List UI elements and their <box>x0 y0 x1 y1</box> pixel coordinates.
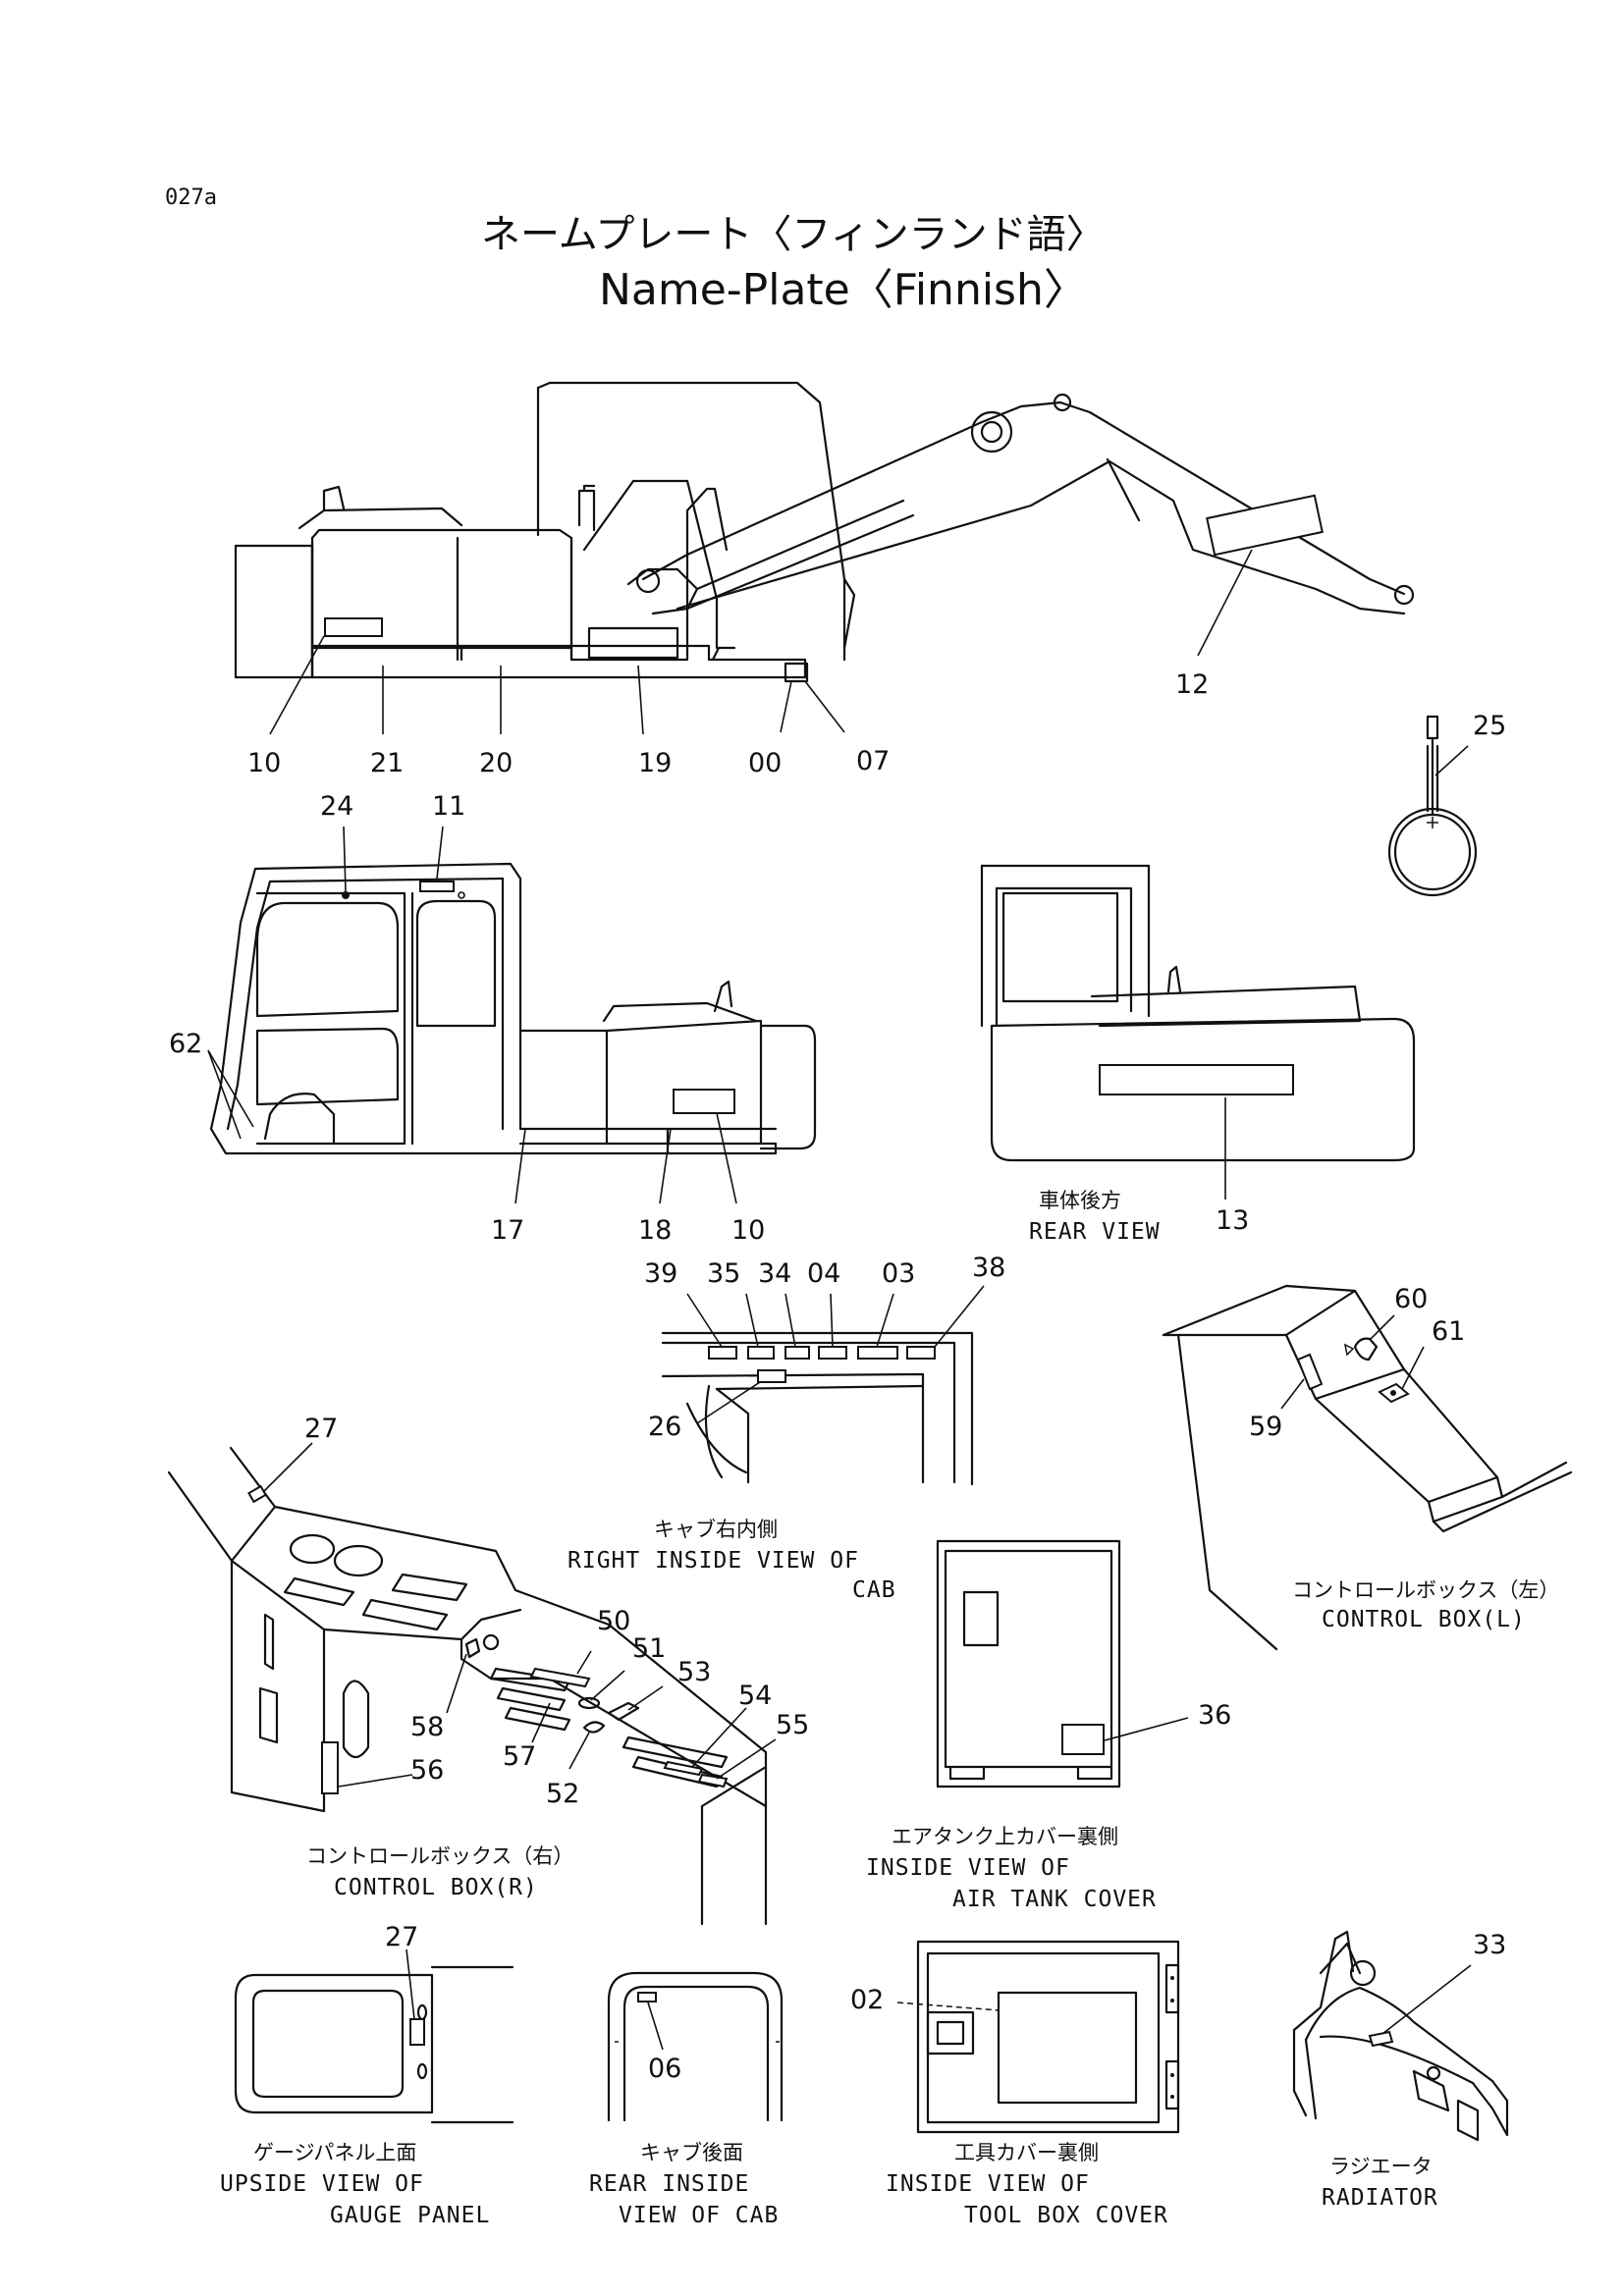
caption-control-box-right-jp: コントロールボックス（右） <box>306 1844 573 1868</box>
callout-00: 00 <box>748 748 782 778</box>
plate-58 <box>464 1637 481 1659</box>
plate-12 <box>1206 494 1324 557</box>
round-fitting-25 <box>1387 715 1478 897</box>
callout-51: 51 <box>632 1633 666 1664</box>
callout-38: 38 <box>972 1253 1005 1283</box>
caption-gauge-panel-en2: GAUGE PANEL <box>330 2203 490 2228</box>
rear-view-machine <box>980 864 1416 1200</box>
control-box-left-view <box>1162 1284 1573 1651</box>
title-english: Name-Plate〈Finnish〉 <box>599 265 1087 315</box>
callout-58: 58 <box>410 1712 444 1742</box>
left-side-view-cab <box>207 826 817 1204</box>
plate-27-gauge <box>409 2018 425 2046</box>
callout-35: 35 <box>707 1258 740 1289</box>
callout-10-side: 10 <box>247 748 281 778</box>
callout-36: 36 <box>1198 1700 1231 1731</box>
right-inside-cab-view <box>661 1285 985 1486</box>
side-view-machine <box>234 381 1415 735</box>
callout-39: 39 <box>644 1258 677 1289</box>
callout-54: 54 <box>738 1681 772 1711</box>
caption-gauge-panel-en1: UPSIDE VIEW OF <box>220 2171 424 2197</box>
plate-24-marker <box>342 891 350 899</box>
plate-10-left <box>673 1089 735 1114</box>
caption-tool-box-cover-en2: TOOL BOX COVER <box>964 2203 1168 2228</box>
plate-06 <box>637 1992 657 2002</box>
gauge-panel-view <box>234 1949 514 2124</box>
callout-19: 19 <box>638 748 672 778</box>
plate-10-side <box>324 617 383 637</box>
plate-27-box <box>247 1484 267 1504</box>
caption-radiator-en: RADIATOR <box>1322 2185 1438 2211</box>
callout-21: 21 <box>370 748 404 778</box>
caption-rear-view-en: REAR VIEW <box>1029 1219 1161 1245</box>
title-japanese: ネームプレート〈フィンランド語〉 <box>481 212 1106 257</box>
callout-57: 57 <box>503 1741 536 1772</box>
callout-20: 20 <box>479 748 513 778</box>
plate-33 <box>1368 2030 1394 2048</box>
caption-rear-view-jp: 車体後方 <box>1039 1189 1121 1212</box>
plate-02 <box>997 1991 1138 2105</box>
callout-52: 52 <box>546 1779 579 1809</box>
page-code: 027a <box>165 186 217 210</box>
rear-cab-view <box>607 1971 784 2122</box>
plate-59 <box>1296 1353 1324 1391</box>
callout-18: 18 <box>638 1215 672 1246</box>
radiator-view <box>1292 1930 1509 2142</box>
callout-34: 34 <box>758 1258 791 1289</box>
caption-air-tank-cover-en1: INSIDE VIEW OF <box>866 1855 1070 1881</box>
callout-61: 61 <box>1432 1316 1465 1347</box>
callout-53: 53 <box>677 1657 711 1687</box>
callout-06: 06 <box>648 2054 681 2084</box>
callout-17: 17 <box>491 1215 524 1246</box>
caption-control-box-left-jp: コントロールボックス（左） <box>1292 1578 1559 1602</box>
caption-right-inside-cab-en1: RIGHT INSIDE VIEW OF <box>568 1548 859 1574</box>
callout-50: 50 <box>597 1606 630 1636</box>
caption-control-box-right-en: CONTROL BOX(R) <box>334 1875 538 1900</box>
caption-radiator-jp: ラジエータ <box>1329 2155 1433 2178</box>
callout-24: 24 <box>320 791 353 822</box>
callout-62: 62 <box>169 1029 202 1059</box>
plate-54 <box>663 1760 704 1777</box>
callout-25: 25 <box>1473 711 1506 741</box>
caption-tool-box-cover-jp: 工具カバー裏側 <box>954 2141 1099 2164</box>
caption-control-box-left-en: CONTROL BOX(L) <box>1322 1607 1526 1632</box>
callout-60: 60 <box>1394 1284 1428 1314</box>
caption-rear-cab-jp: キャブ後面 <box>640 2141 743 2164</box>
callout-11: 11 <box>432 791 465 822</box>
callout-59: 59 <box>1249 1412 1282 1442</box>
plate-36 <box>1061 1724 1105 1755</box>
callout-55: 55 <box>776 1710 809 1740</box>
callout-56: 56 <box>410 1755 444 1786</box>
callout-04: 04 <box>807 1258 840 1289</box>
plate-50 <box>529 1667 591 1688</box>
callout-02: 02 <box>850 1985 884 2015</box>
callout-07: 07 <box>856 746 890 776</box>
caption-gauge-panel-jp: ゲージパネル上面 <box>253 2141 416 2164</box>
caption-rear-cab-en2: VIEW OF CAB <box>619 2203 779 2228</box>
caption-tool-box-cover-en1: INSIDE VIEW OF <box>886 2171 1090 2197</box>
callout-27-box: 27 <box>304 1414 338 1444</box>
callout-12: 12 <box>1175 669 1209 700</box>
callout-10-left: 10 <box>731 1215 765 1246</box>
caption-right-inside-cab-jp: キャブ右内側 <box>654 1518 778 1541</box>
plate-13 <box>1099 1064 1294 1095</box>
air-tank-cover-view <box>936 1539 1189 1789</box>
caption-air-tank-cover-en2: AIR TANK COVER <box>952 1887 1157 1912</box>
caption-air-tank-cover-jp: エアタンク上カバー裏側 <box>892 1825 1118 1848</box>
plate-11 <box>419 881 455 892</box>
callout-26: 26 <box>648 1412 681 1442</box>
caption-rear-cab-en1: REAR INSIDE <box>589 2171 749 2197</box>
caption-right-inside-cab-en2: CAB <box>852 1577 896 1603</box>
plate-56 <box>321 1741 339 1794</box>
callout-03: 03 <box>882 1258 915 1289</box>
callout-33: 33 <box>1473 1930 1506 1960</box>
callout-27-gauge: 27 <box>385 1922 418 1952</box>
tool-box-cover-view <box>896 1940 1180 2134</box>
callout-13: 13 <box>1216 1205 1249 1236</box>
control-box-right-view <box>167 1442 777 1926</box>
